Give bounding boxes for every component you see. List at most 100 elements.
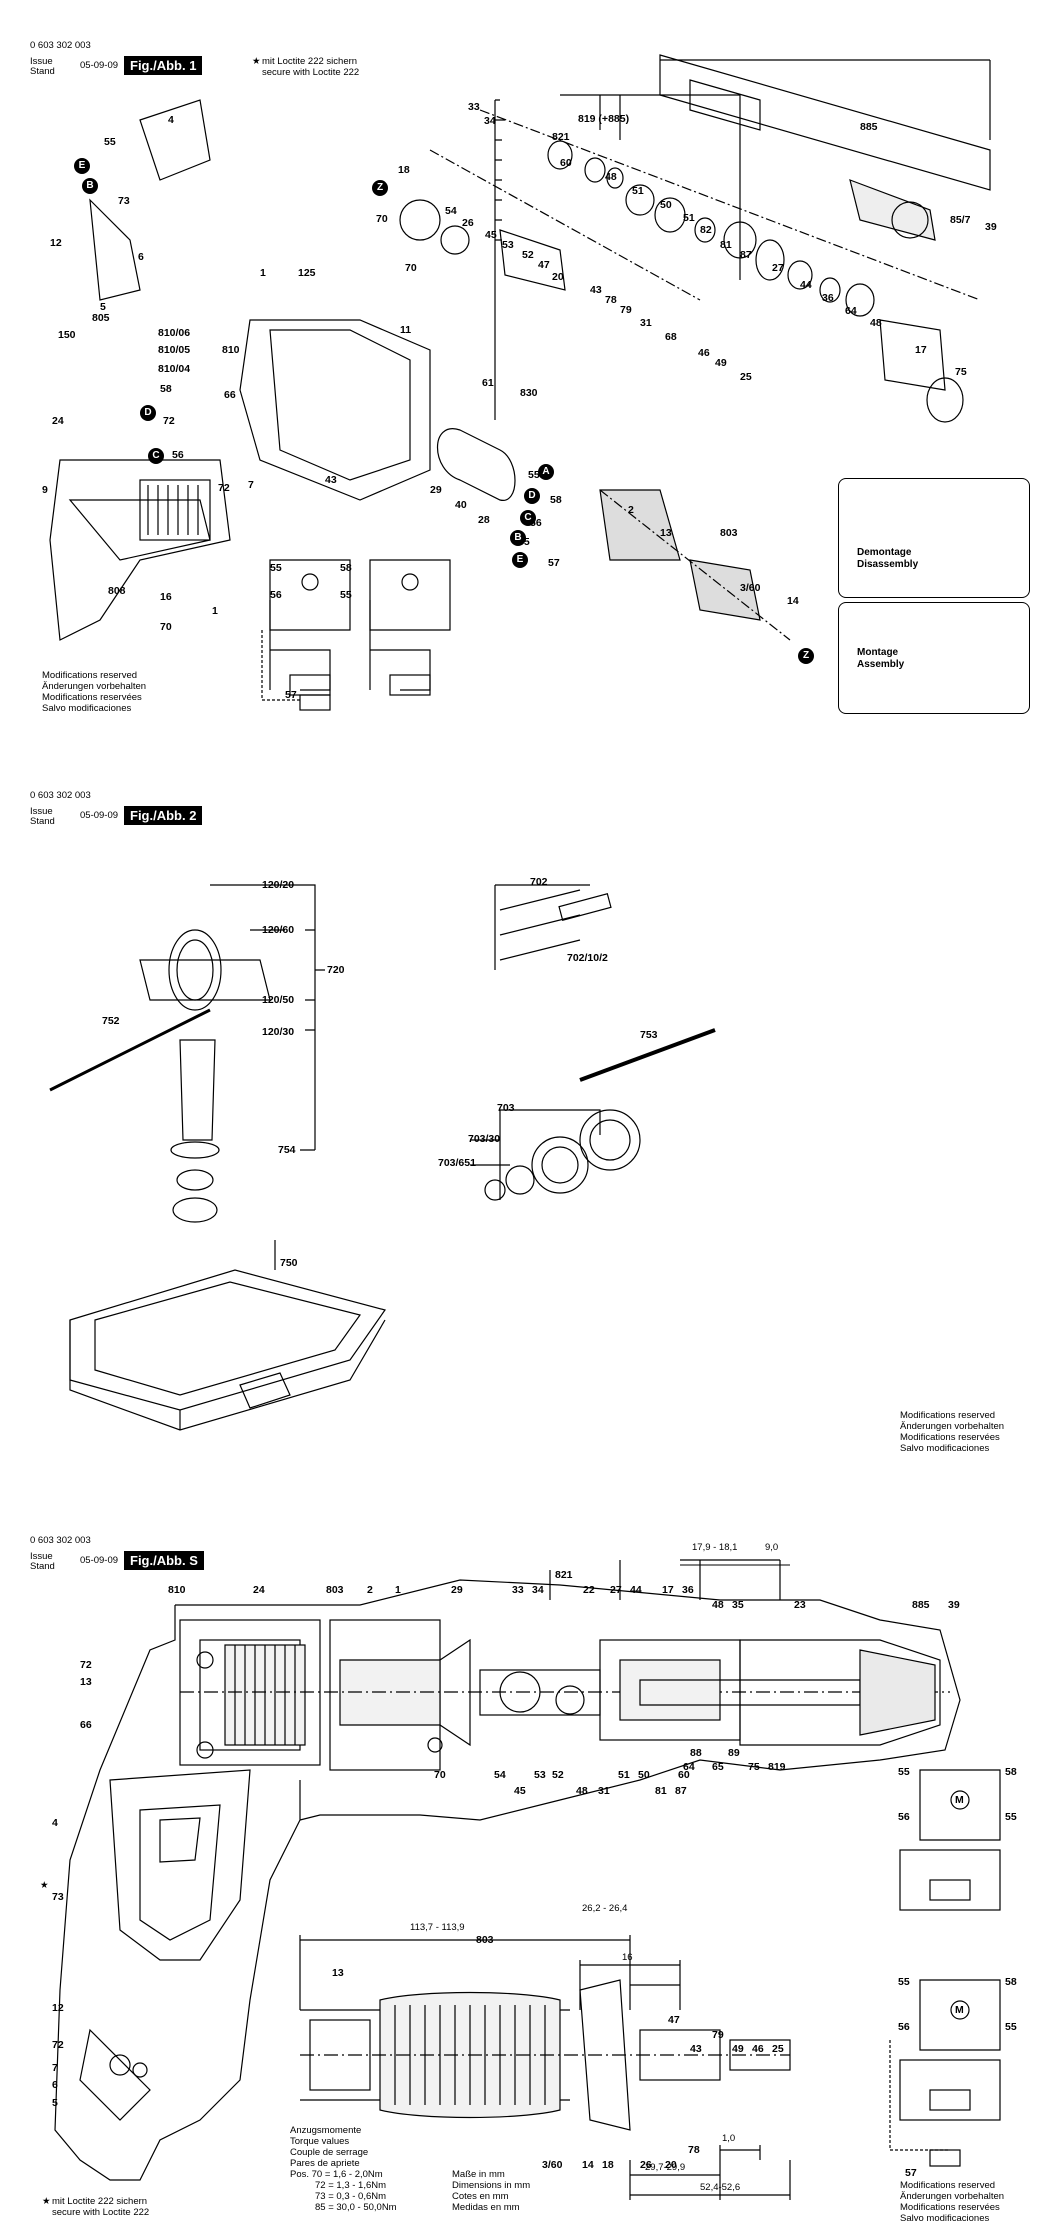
- modifications-line: Modifications reservées: [900, 1432, 1000, 1443]
- part-label: 46: [752, 2043, 764, 2055]
- circle-letter-b: B: [82, 178, 98, 194]
- part-label: 803: [720, 527, 738, 539]
- circle-letter-d: D: [140, 405, 156, 421]
- disassembly-inset: Demontage Disassembly: [838, 478, 1030, 598]
- part-label: 56: [270, 589, 282, 601]
- part-label: 7: [52, 2062, 58, 2074]
- modifications-line: Salvo modificaciones: [900, 1443, 990, 1454]
- part-label: 65: [712, 1761, 724, 1773]
- part-label: 18: [602, 2159, 614, 2171]
- part-label: 35: [732, 1599, 744, 1611]
- part-label: 12: [52, 2002, 64, 2014]
- part-label: 2: [628, 504, 634, 516]
- part-label: 87: [740, 249, 752, 261]
- part-label: 9: [42, 484, 48, 496]
- part-label: 55: [1005, 1811, 1017, 1823]
- part-label: 4: [168, 114, 174, 126]
- part-label: 55: [898, 1766, 910, 1778]
- part-label: 51: [683, 212, 695, 224]
- part-label: 120/30: [262, 1026, 295, 1038]
- dim-label: 9,0: [765, 1542, 779, 1553]
- part-label: 72: [80, 1659, 92, 1671]
- part-label: 13: [660, 527, 672, 539]
- part-label: 753: [640, 1029, 658, 1041]
- part-label: 52: [522, 249, 534, 261]
- part-label: 70: [376, 213, 388, 225]
- part-label: 36: [682, 1584, 694, 1596]
- part-label: 29: [430, 484, 442, 496]
- doc-number: 0 603 302 003: [30, 790, 91, 801]
- part-label: 56: [898, 2021, 910, 2033]
- part-label: 75: [955, 366, 967, 378]
- torque-heading: Couple de serrage: [290, 2147, 369, 2158]
- part-label: 26: [640, 2159, 652, 2171]
- part-label: 702: [530, 876, 548, 888]
- part-label: 120/20: [262, 879, 295, 891]
- torque-heading: Pares de apriete: [290, 2158, 360, 2169]
- circle-letter-e: E: [74, 158, 90, 174]
- part-label: 72: [163, 415, 175, 427]
- part-label: 885: [860, 121, 878, 133]
- torque-heading: Torque values: [290, 2136, 350, 2147]
- circle-letter-z: Z: [798, 648, 814, 664]
- part-label: 72: [218, 482, 230, 494]
- motor-symbol: M: [955, 2004, 964, 2016]
- part-label: 18: [398, 164, 410, 176]
- part-label: 885: [912, 1599, 930, 1611]
- dim-label: 52,4-52,6: [700, 2182, 741, 2193]
- modifications-line: Salvo modificaciones: [42, 703, 132, 714]
- part-label: 43: [690, 2043, 702, 2055]
- part-label: 29: [451, 1584, 463, 1596]
- part-label: 49: [732, 2043, 744, 2055]
- part-label: 803: [476, 1934, 494, 1946]
- torque-row: 72 = 1,3 - 1,6Nm: [315, 2180, 387, 2191]
- part-label: 56: [530, 517, 542, 529]
- part-label: 48: [870, 317, 882, 329]
- part-label: 20: [665, 2159, 677, 2171]
- part-label: 57: [548, 557, 560, 569]
- part-label: 55: [898, 1976, 910, 1988]
- part-label: 58: [340, 562, 352, 574]
- part-label: 11: [400, 324, 412, 336]
- part-label: 66: [224, 389, 236, 401]
- assembly-inset: Montage Assembly: [838, 602, 1030, 714]
- circle-letter-c: C: [148, 448, 164, 464]
- part-label: 70: [405, 262, 417, 274]
- part-label: 39: [948, 1599, 960, 1611]
- part-label: 44: [630, 1584, 642, 1596]
- part-label: 13: [332, 1967, 344, 1979]
- dim-label: 26,2 - 26,4: [582, 1903, 628, 1914]
- torque-row: 85 = 30,0 - 50,0Nm: [315, 2202, 397, 2213]
- part-label: 51: [618, 1769, 630, 1781]
- part-label: 810/06: [158, 327, 191, 339]
- modifications-line: Änderungen vorbehalten: [42, 681, 147, 692]
- part-label: 803: [326, 1584, 344, 1596]
- part-label: 752: [102, 1015, 120, 1027]
- part-label: 78: [605, 294, 617, 306]
- part-label: 16: [160, 591, 172, 603]
- part-label: 73: [52, 1891, 64, 1903]
- part-label: 810/05: [158, 344, 191, 356]
- dim-label: 113,7 - 113,9: [410, 1922, 465, 1933]
- part-label: 55: [270, 562, 282, 574]
- loctite-line-1: mit Loctite 222 sichern: [262, 56, 358, 67]
- motor-symbol: M: [955, 1794, 964, 1806]
- part-label: 55: [104, 136, 116, 148]
- part-label: 703/651: [438, 1157, 476, 1169]
- part-label: 55: [528, 469, 540, 481]
- part-label: 50: [660, 199, 672, 211]
- part-label: 819 (+885): [578, 113, 630, 125]
- part-label: 6: [52, 2079, 58, 2091]
- part-label: 53: [534, 1769, 546, 1781]
- part-label: 31: [640, 317, 652, 329]
- part-label: 754: [278, 1144, 296, 1156]
- part-label: 45: [485, 229, 497, 241]
- part-label: 47: [538, 259, 550, 271]
- loctite-star-icon: ★: [42, 2196, 51, 2207]
- part-label: 26: [462, 217, 474, 229]
- part-label: 85/7: [950, 214, 971, 226]
- part-label: 45: [514, 1785, 526, 1797]
- part-label: 57: [285, 689, 297, 701]
- part-label: 81: [655, 1785, 667, 1797]
